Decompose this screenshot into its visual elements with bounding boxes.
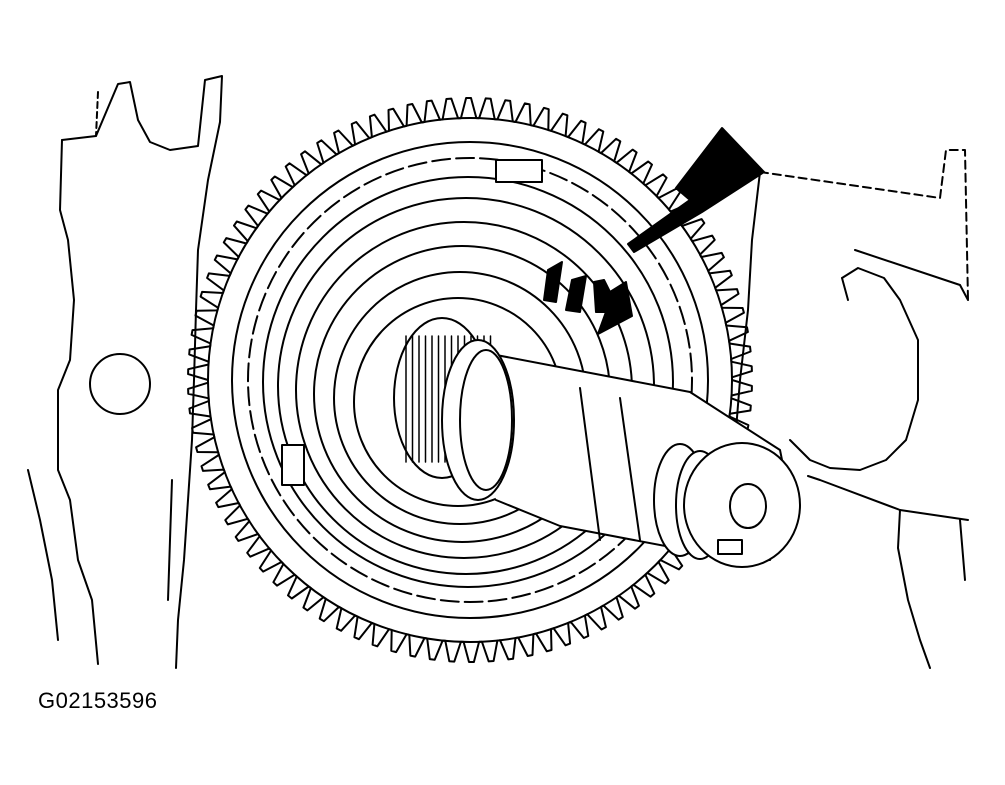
housing-outline bbox=[27, 75, 223, 669]
callout-arrow-icon bbox=[627, 127, 765, 253]
clutch-rings bbox=[231, 141, 709, 619]
direction-arrow-icon bbox=[543, 261, 633, 335]
output-shaft bbox=[441, 339, 801, 568]
figure-caption: G02153596 bbox=[38, 688, 158, 713]
housing-right bbox=[735, 149, 969, 669]
ring-gear bbox=[187, 97, 753, 663]
housing-bolt-hole bbox=[89, 353, 151, 415]
